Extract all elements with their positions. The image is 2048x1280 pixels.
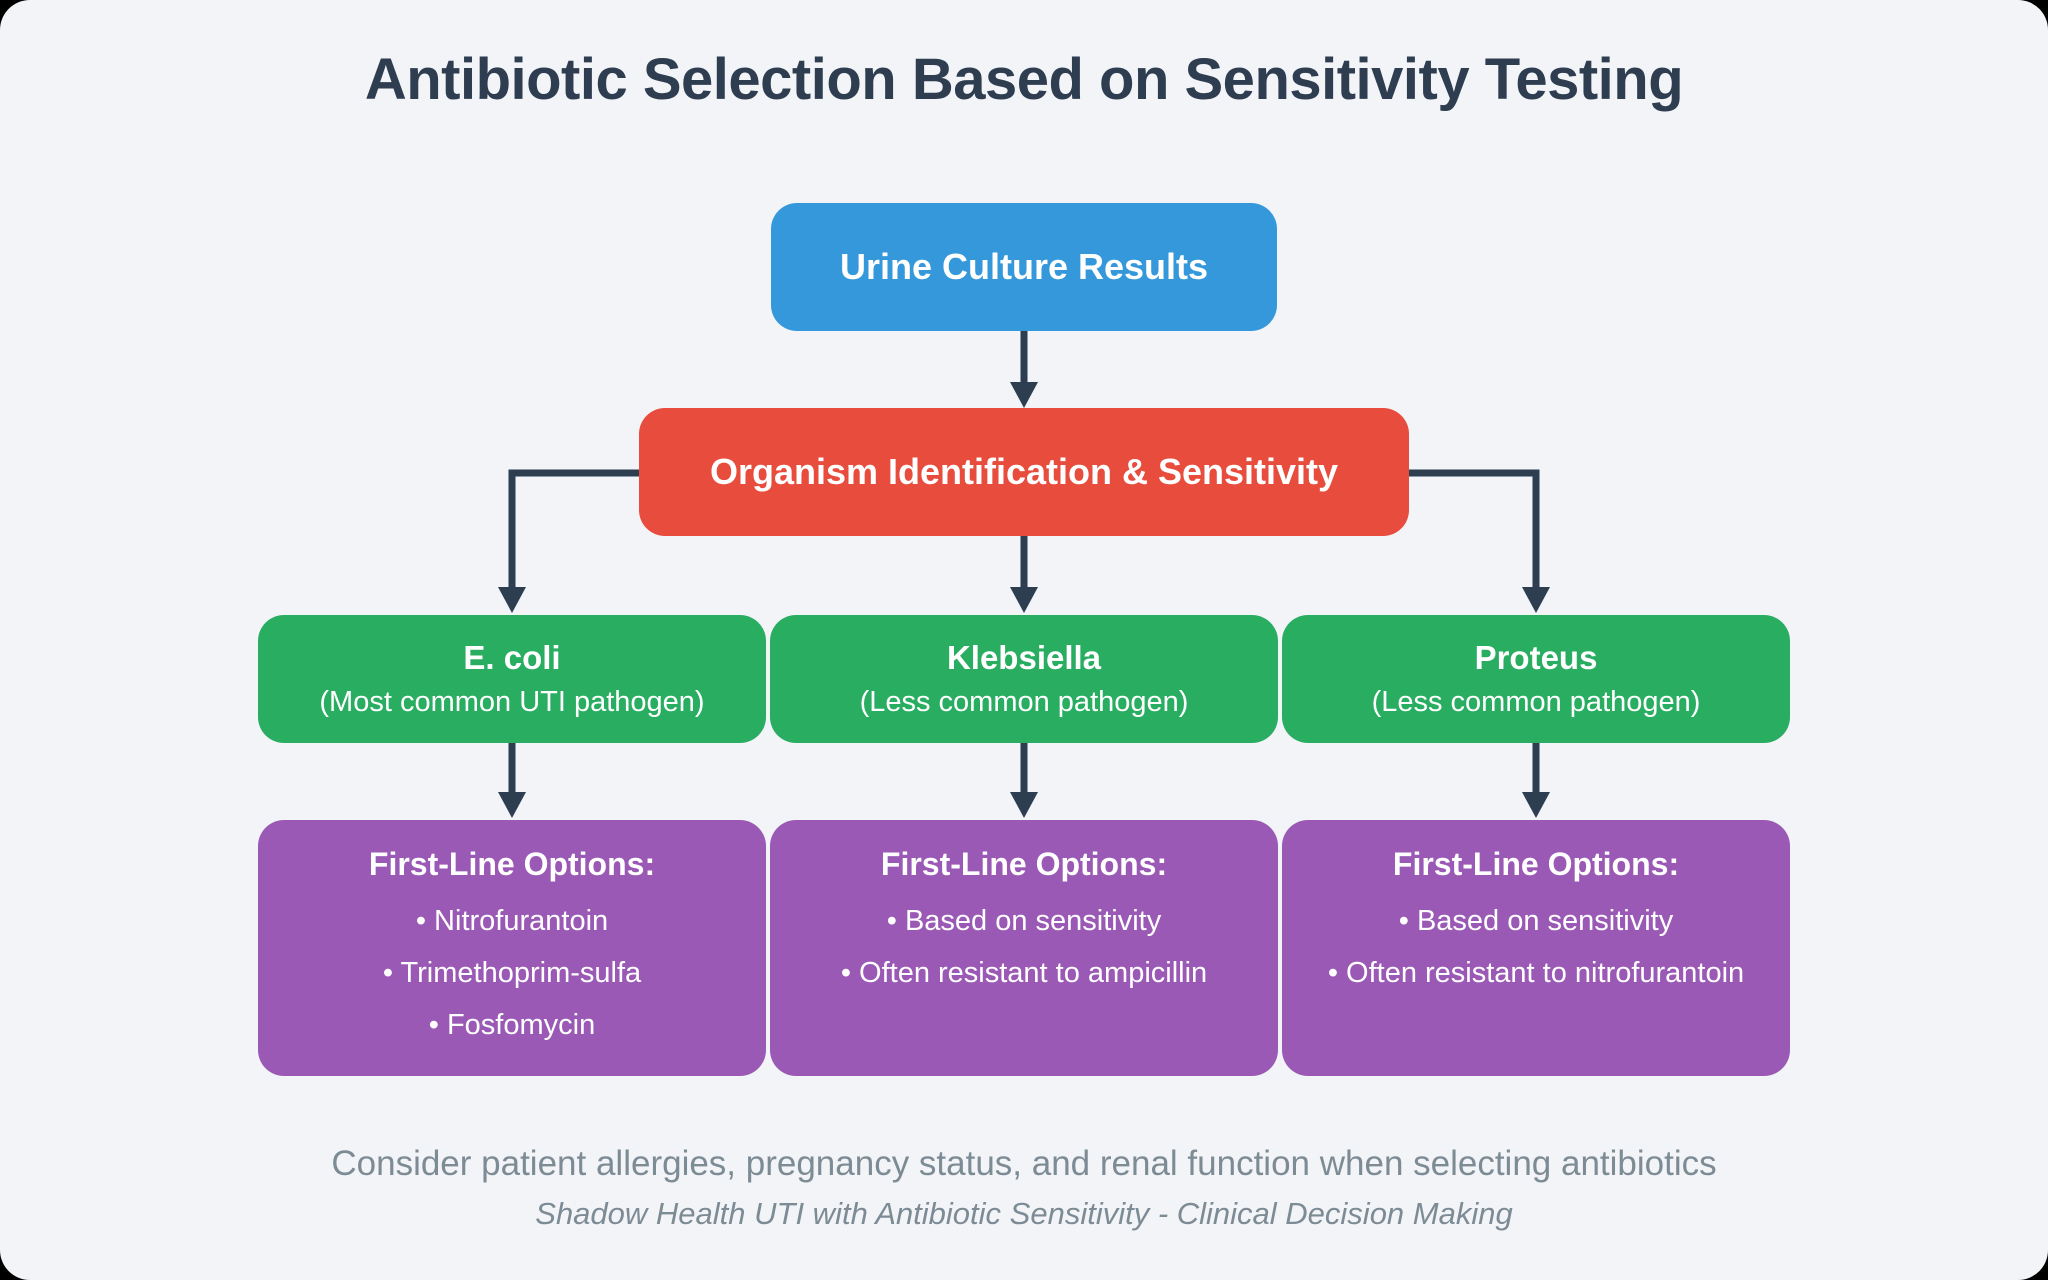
node-options-klebsiella: First-Line Options: • Based on sensitivi… xyxy=(770,820,1278,1076)
arrowhead-down-icon xyxy=(1010,382,1038,408)
footer-source: Shadow Health UTI with Antibiotic Sensit… xyxy=(535,1196,1513,1231)
option-item: • Fosfomycin xyxy=(428,1009,596,1041)
organism-note: (Most common UTI pathogen) xyxy=(319,686,705,718)
option-item: • Often resistant to ampicillin xyxy=(840,957,1208,989)
options-list: • Based on sensitivity • Often resistant… xyxy=(1328,895,1744,999)
arrowhead-down-icon xyxy=(1522,587,1550,613)
node-label: Urine Culture Results xyxy=(839,246,1209,287)
arrowhead-down-icon xyxy=(498,792,526,818)
option-item: • Often resistant to nitrofurantoin xyxy=(1327,957,1745,989)
organism-note: (Less common pathogen) xyxy=(859,686,1189,718)
page-title: Antibiotic Selection Based on Sensitivit… xyxy=(364,47,1684,112)
organism-note: (Less common pathogen) xyxy=(1371,686,1701,718)
options-title: First-Line Options: xyxy=(1392,846,1680,882)
options-list: • Nitrofurantoin • Trimethoprim-sulfa • … xyxy=(383,895,641,1051)
footer-advice: Consider patient allergies, pregnancy st… xyxy=(331,1144,1717,1183)
node-options-ecoli: First-Line Options: • Nitrofurantoin • T… xyxy=(258,820,766,1076)
node-organism-klebsiella: Klebsiella (Less common pathogen) xyxy=(770,615,1278,743)
arrowhead-down-icon xyxy=(1010,587,1038,613)
node-label: Organism Identification & Sensitivity xyxy=(709,451,1339,492)
organism-name: Proteus xyxy=(1474,639,1598,676)
node-organism-identification: Organism Identification & Sensitivity xyxy=(639,408,1409,536)
organism-name: Klebsiella xyxy=(946,639,1102,676)
node-options-proteus: First-Line Options: • Based on sensitivi… xyxy=(1282,820,1790,1076)
connector-identification-to-proteus xyxy=(1409,469,1540,589)
arrowhead-down-icon xyxy=(498,587,526,613)
arrowhead-down-icon xyxy=(1010,792,1038,818)
option-item: • Based on sensitivity xyxy=(886,905,1162,937)
node-organism-ecoli: E. coli (Most common UTI pathogen) xyxy=(258,615,766,743)
arrowhead-down-icon xyxy=(1522,792,1550,818)
node-urine-culture-results: Urine Culture Results xyxy=(771,203,1277,331)
option-item: • Trimethoprim-sulfa xyxy=(382,957,642,989)
options-list: • Based on sensitivity • Often resistant… xyxy=(841,895,1207,999)
option-item: • Nitrofurantoin xyxy=(415,905,609,937)
options-title: First-Line Options: xyxy=(368,846,656,882)
connector-identification-to-ecoli xyxy=(508,469,639,589)
option-item: • Based on sensitivity xyxy=(1398,905,1674,937)
node-organism-proteus: Proteus (Less common pathogen) xyxy=(1282,615,1790,743)
options-title: First-Line Options: xyxy=(880,846,1168,882)
organism-name: E. coli xyxy=(463,639,561,676)
